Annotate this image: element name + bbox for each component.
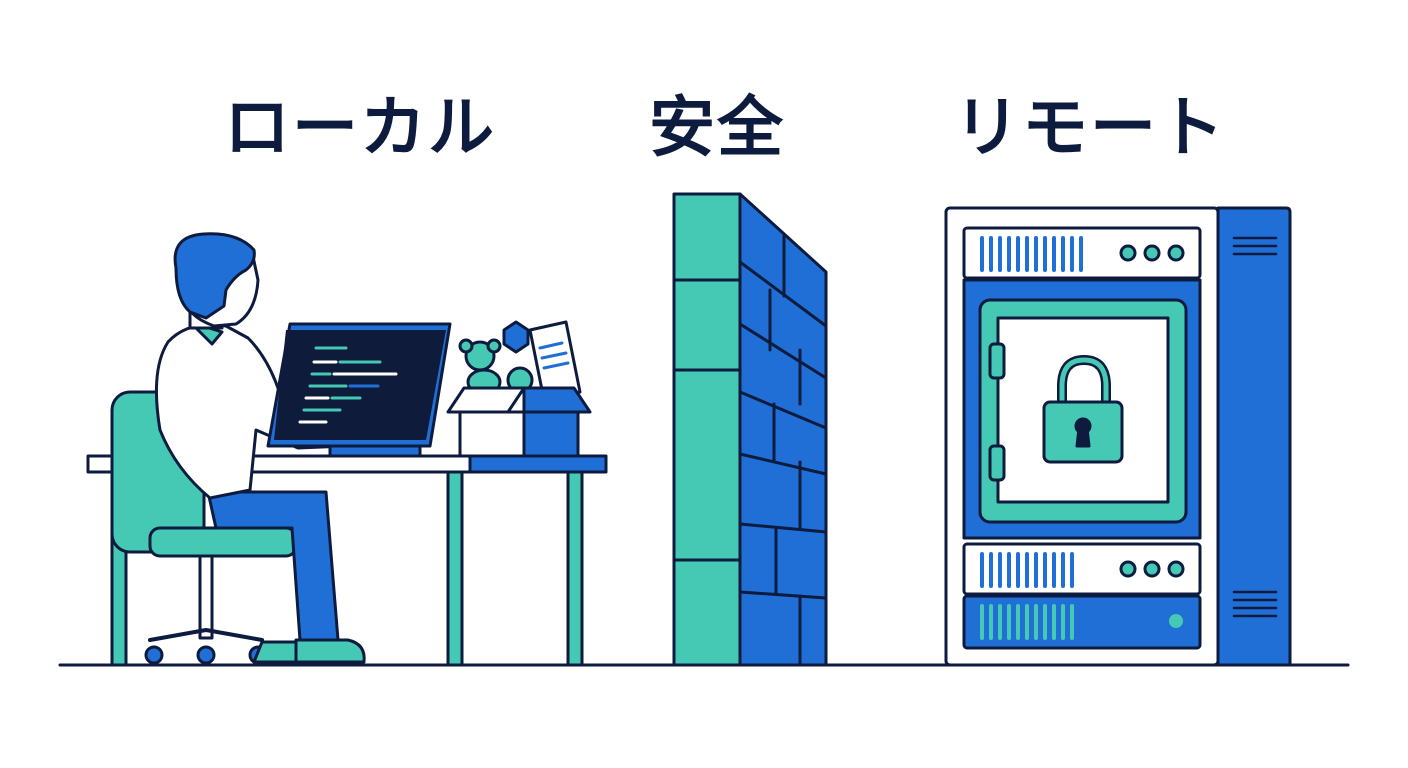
padlock-icon [1042, 355, 1124, 464]
label-safe: 安全 [649, 89, 785, 166]
label-remote: リモート [954, 89, 1226, 166]
code-monitor-icon [266, 322, 452, 458]
brick-firewall-icon [672, 192, 828, 667]
open-box-icon [446, 320, 592, 458]
label-local: ローカル [224, 89, 496, 166]
server-rack-icon [944, 206, 1292, 667]
person-at-desk-icon [86, 232, 608, 667]
